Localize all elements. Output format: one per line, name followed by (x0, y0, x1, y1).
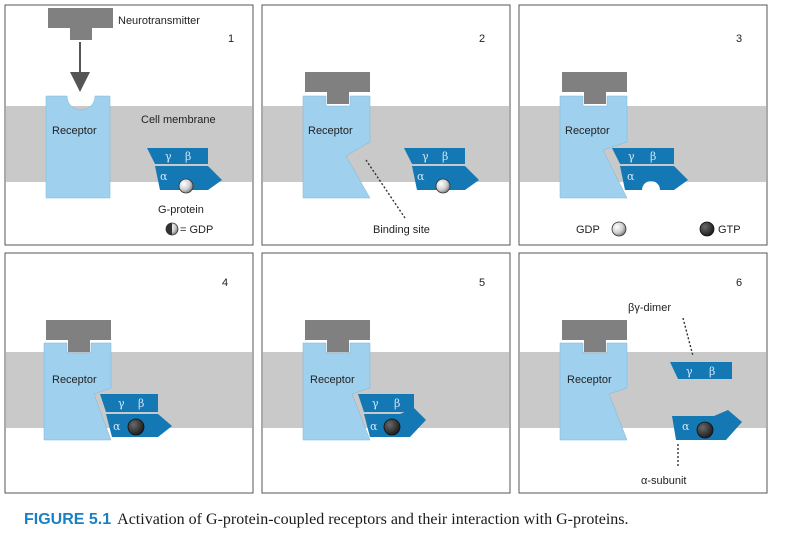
panel-number: 5 (479, 277, 485, 289)
cell-membrane-label: Cell membrane (141, 114, 216, 126)
panel-1: 1 Neurotransmitter Receptor Cell membran… (4, 4, 254, 246)
panel-number: 3 (736, 33, 742, 45)
by-dimer-label: βγ-dimer (628, 302, 671, 314)
g-protein: γ β α (100, 394, 172, 437)
gdp-molecule (435, 178, 451, 194)
receptor-label: Receptor (52, 125, 97, 137)
gdp-molecule (178, 178, 194, 194)
gpcr-activation-figure: 1 Neurotransmitter Receptor Cell membran… (4, 4, 768, 494)
alpha-subunit-label: α-subunit (641, 475, 687, 487)
g-protein: γ β α (404, 148, 479, 194)
panel-4: 4 Receptor γ β α (4, 252, 254, 494)
neurotransmitter-shape (305, 320, 370, 352)
alpha-label: α (417, 170, 425, 183)
alpha-subunit (412, 166, 479, 190)
beta-gamma-subunit (100, 394, 158, 412)
gdp-legend-label: = GDP (180, 224, 213, 236)
panel-6: 6 Receptor γ β βγ-dimer α α-subunit (518, 252, 768, 494)
alpha-label: α (160, 170, 168, 183)
receptor-label: Receptor (308, 125, 353, 137)
alpha-label: α (682, 420, 690, 433)
panel-5: 5 Receptor γ β α (261, 252, 511, 494)
by-dimer-pointer (682, 317, 694, 357)
beta-label: β (442, 150, 448, 163)
neurotransmitter-shape (305, 72, 370, 104)
g-protein-label: G-protein (158, 204, 204, 216)
panel-3: 3 Receptor γ β α GDP GTP (518, 4, 768, 246)
gdp-label: GDP (576, 224, 600, 236)
gdp-legend-half (166, 223, 172, 235)
neurotransmitter-shape (562, 72, 627, 104)
receptor-label: Receptor (567, 374, 612, 386)
beta-gamma-subunit (358, 394, 414, 412)
receptor-shape (302, 95, 371, 199)
receptor-shape (302, 342, 371, 441)
neurotransmitter-label: Neurotransmitter (118, 15, 200, 27)
alpha-subunit (620, 166, 688, 190)
alpha-label: α (370, 420, 378, 433)
gtp-molecule (127, 418, 145, 436)
g-protein: γ β α (612, 148, 688, 190)
beta-gamma-subunit (404, 148, 465, 164)
beta-label: β (709, 365, 715, 378)
gamma-label: γ (628, 150, 635, 163)
beta-gamma-subunit (612, 148, 674, 164)
panel-number: 6 (736, 277, 742, 289)
receptor-label: Receptor (310, 374, 355, 386)
receptor-shape (559, 95, 628, 199)
gtp-molecule (383, 418, 401, 436)
gdp-legend: = GDP (165, 222, 213, 236)
neurotransmitter-shape (562, 320, 627, 352)
alpha-subunit (155, 166, 222, 190)
beta-label: β (138, 397, 144, 410)
g-protein: γ β α (147, 148, 222, 194)
receptor-label: Receptor (565, 125, 610, 137)
beta-label: β (185, 150, 191, 163)
gdp-molecule (611, 221, 627, 237)
panel-number: 4 (222, 277, 228, 289)
panel-number: 2 (479, 33, 485, 45)
gamma-label: γ (165, 150, 172, 163)
figure-caption: FIGURE 5.1 Activation of G-protein-couple… (24, 511, 784, 529)
alpha-label: α (113, 420, 121, 433)
figure-number: FIGURE 5.1 (24, 511, 112, 528)
g-protein: γ β α (358, 394, 426, 437)
binding-site-label: Binding site (373, 224, 430, 236)
cell-membrane (263, 106, 509, 182)
receptor-shape (45, 95, 111, 199)
gtp-molecule (696, 421, 714, 439)
caption-text: Activation of G-protein-coupled receptor… (117, 511, 629, 528)
gtp-label: GTP (718, 224, 741, 236)
neurotransmitter-shape (46, 320, 111, 352)
beta-label: β (394, 397, 400, 410)
neurotransmitter-shape (48, 8, 113, 40)
gamma-label: γ (422, 150, 429, 163)
gamma-label: γ (118, 397, 125, 410)
receptor-shape (559, 342, 628, 441)
gtp-molecule (699, 221, 715, 237)
receptor-shape (43, 342, 112, 441)
beta-gamma-subunit (147, 148, 208, 164)
gamma-label: γ (372, 397, 379, 410)
alpha-label: α (627, 170, 635, 183)
gamma-label: γ (686, 365, 693, 378)
beta-gamma-dimer (670, 362, 732, 379)
panel-number: 1 (228, 33, 234, 45)
panel-2: 2 Receptor γ β α Binding site (261, 4, 511, 246)
receptor-label: Receptor (52, 374, 97, 386)
beta-label: β (650, 150, 656, 163)
